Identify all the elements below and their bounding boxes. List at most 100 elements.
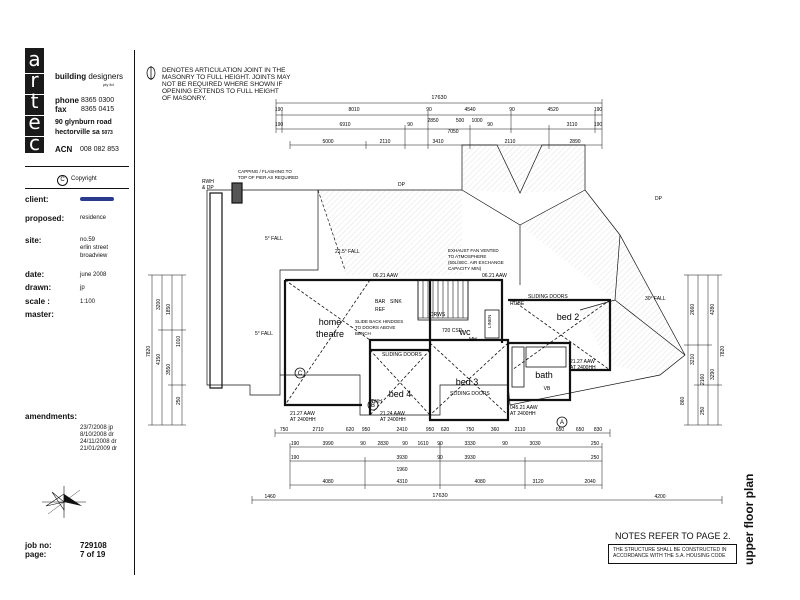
phone-value: 8365 0300	[81, 97, 115, 104]
dim-text: 2110	[505, 139, 516, 145]
dim-text: 90	[509, 107, 515, 113]
articulation-note: DENOTES ARTICULATION JOINT IN THE MASONR…	[162, 67, 291, 102]
label-bar: BAR	[375, 299, 386, 305]
dim-text: 4080	[474, 479, 485, 485]
room-bath: bath	[535, 370, 553, 380]
dim-text: 3410	[432, 139, 443, 145]
dim-text: 830	[594, 427, 603, 433]
window-label: 21.24 AAW	[380, 411, 405, 417]
exhaust-note: (50L/SEC. AIR EXCHANGE	[448, 260, 504, 265]
dim-text: 750	[466, 427, 475, 433]
dim-text: 2890	[569, 139, 580, 145]
roof-fall30: 30° FALL	[645, 296, 666, 302]
label-sliding-doors: SLIDING DOORS	[528, 294, 568, 300]
dim-text: 4280	[710, 304, 716, 315]
dim-text: 1850	[166, 304, 172, 315]
dim-text: 190	[275, 122, 284, 128]
site-line3: broadview	[80, 253, 108, 259]
window-label: 21.27 AAW	[570, 359, 595, 365]
dim-text: 2110	[515, 427, 526, 433]
dim-text: 5000	[322, 139, 333, 145]
dim-text: 3330	[464, 441, 475, 447]
capping-note: CAPPING / FLASHING TO	[238, 169, 292, 174]
dim-text: 3290	[710, 369, 716, 380]
exhaust-note: EXHAUST FAN VENTED	[448, 248, 499, 253]
dim-text: 950	[426, 427, 435, 433]
exhaust-note: CAPACITY MIN)	[448, 266, 482, 271]
room-bed-3: bed 3	[456, 377, 479, 387]
dim-text: 3550	[166, 364, 172, 375]
dim-text: 90	[502, 441, 508, 447]
fax-label: fax	[55, 105, 67, 114]
company-suffix: pty ltd	[103, 82, 114, 87]
dim-text: 4310	[396, 479, 407, 485]
section-marker-c: C	[294, 367, 306, 379]
label-drws: DRWS	[430, 312, 446, 318]
room-vb: VB	[544, 386, 551, 392]
dim-text: 17630	[431, 95, 446, 101]
window-label: 21.27 AAW	[290, 411, 315, 417]
balcony-outline	[209, 182, 243, 389]
dim-text: 190	[594, 122, 603, 128]
label-csd: 720 CSD	[442, 328, 463, 334]
dim-text: 250	[176, 396, 182, 405]
address-line1: 90 glynburn road	[55, 119, 112, 126]
dim-text: 8010	[348, 107, 359, 113]
dim-text: 250	[591, 441, 600, 447]
dim-text: 4520	[547, 107, 558, 113]
dim-text: 860	[680, 396, 686, 405]
address-line2: hectorville sa 5073	[55, 129, 113, 136]
slide-note: SLIDE BACK HINDGES	[355, 319, 403, 324]
page-number: 7 of 19	[80, 550, 106, 559]
dim-text: 2040	[584, 479, 595, 485]
roof-dp: & DP	[202, 185, 214, 191]
amendment-item: 24/11/2008 dr	[80, 439, 117, 445]
window-label: 06.21 AAW	[482, 273, 507, 279]
roof-dp: DP	[655, 196, 663, 202]
site-line2: erlin street	[80, 245, 109, 251]
window-label: AT 2400HH	[290, 417, 316, 423]
exhaust-note: TO ATMOSPHERE	[448, 254, 486, 259]
dim-text: 360	[491, 427, 500, 433]
window-label: 06.21 AAW	[373, 273, 398, 279]
dim-text: 2660	[690, 304, 696, 315]
dim-text: 2830	[377, 441, 388, 447]
client-redaction	[80, 197, 114, 201]
staircase	[417, 279, 469, 319]
label-sliding-doors: SLIDING DOORS	[382, 352, 422, 358]
dim-text: 190	[291, 441, 300, 447]
window-label: AT 2400HH	[570, 365, 596, 371]
drawing-title: upper floor plan	[742, 473, 756, 565]
dim-text: 4200	[654, 494, 665, 500]
phone-label: phone	[55, 96, 79, 105]
drawn-label: drawn:	[25, 283, 52, 292]
acn-label: ACN	[55, 145, 73, 154]
job-label: job no:	[25, 541, 52, 550]
left-dimensions	[148, 274, 186, 426]
structure-note: THE STRUCTURE SHALL BE CONSTRUCTED IN AC…	[613, 547, 727, 559]
label-ref: REF	[375, 307, 385, 313]
dim-text: 4150	[156, 354, 162, 365]
date-value: june 2008	[80, 272, 107, 278]
svg-text:C: C	[298, 371, 303, 377]
room-bed-4: bed 4	[389, 389, 412, 399]
dim-text: 4540	[464, 107, 475, 113]
amendment-item: 21/01/2009 dr	[80, 446, 118, 452]
window-label: AT 2400HH	[510, 411, 536, 417]
proposed-value: residence	[80, 215, 107, 221]
dim-text: 3990	[322, 441, 333, 447]
acn-value: 008 082 853	[80, 146, 119, 153]
dim-text: 650	[556, 427, 565, 433]
amendments-label: amendments:	[25, 412, 78, 421]
client-label: client:	[25, 195, 49, 204]
job-number: 729108	[80, 541, 107, 550]
dim-text: 90	[402, 441, 408, 447]
artec-logo: a r t e c	[25, 48, 44, 154]
label-sliding-doors: SLIDING DOORS	[450, 391, 490, 397]
dim-text: 950	[362, 427, 371, 433]
svg-text:A: A	[560, 420, 564, 426]
dim-text: 650	[576, 427, 585, 433]
window-label: AT 2400HH	[380, 417, 406, 423]
drawn-value: jp	[80, 285, 85, 291]
north-arrow-icon	[42, 486, 86, 518]
